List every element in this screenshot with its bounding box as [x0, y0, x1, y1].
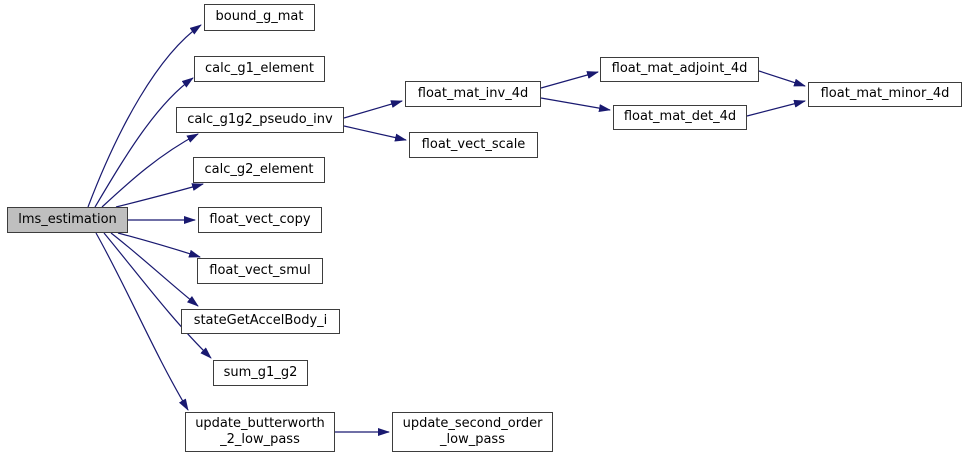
node-float_mat_minor_4d[interactable]: float_mat_minor_4d	[808, 82, 962, 107]
node-calc_g1g2_pseudo_inv[interactable]: calc_g1g2_pseudo_inv	[176, 107, 344, 133]
edge-lms_estimation-to-bound_g_mat	[87, 24, 202, 208]
edge-lms_estimation-to-stateGetAccelBody_i	[110, 232, 199, 307]
node-stateGetAccelBody_i[interactable]: stateGetAccelBody_i	[181, 309, 340, 334]
node-lms_estimation[interactable]: lms_estimation	[7, 207, 128, 233]
node-float_mat_adjoint_4d[interactable]: float_mat_adjoint_4d	[600, 57, 759, 82]
edge-lms_estimation-to-calc_g2_element	[115, 183, 204, 208]
node-update_second_order_low_pass[interactable]: update_second_order _low_pass	[392, 412, 553, 452]
edge-calc_g1g2_pseudo_inv-to-float_mat_inv_4d	[343, 100, 403, 119]
node-calc_g1_element[interactable]: calc_g1_element	[194, 56, 325, 82]
edge-lms_estimation-to-calc_g1g2_pseudo_inv	[101, 133, 199, 208]
node-float_mat_det_4d[interactable]: float_mat_det_4d	[613, 105, 747, 130]
edge-calc_g1g2_pseudo_inv-to-float_vect_scale	[343, 125, 407, 142]
node-update_butterworth_2_low_pass[interactable]: update_butterworth _2_low_pass	[185, 412, 335, 452]
node-float_vect_scale[interactable]: float_vect_scale	[409, 132, 538, 158]
edge-float_mat_det_4d-to-float_mat_minor_4d	[746, 99, 806, 117]
edge-float_mat_adjoint_4d-to-float_mat_minor_4d	[758, 70, 806, 87]
edge-float_mat_inv_4d-to-float_mat_adjoint_4d	[540, 71, 599, 89]
node-sum_g1_g2[interactable]: sum_g1_g2	[213, 360, 308, 386]
edge-lms_estimation-to-update_butterworth_2_low_pass	[95, 232, 189, 411]
node-calc_g2_element[interactable]: calc_g2_element	[193, 157, 325, 183]
edge-lms_estimation-to-float_vect_smul	[117, 232, 201, 258]
node-bound_g_mat[interactable]: bound_g_mat	[204, 4, 315, 31]
edge-lms_estimation-to-calc_g1_element	[94, 77, 194, 208]
edge-float_mat_inv_4d-to-float_mat_det_4d	[540, 97, 611, 113]
node-float_vect_copy[interactable]: float_vect_copy	[198, 207, 322, 233]
node-float_mat_inv_4d[interactable]: float_mat_inv_4d	[405, 81, 541, 107]
edge-lms_estimation-to-sum_g1_g2	[103, 232, 212, 359]
node-float_vect_smul[interactable]: float_vect_smul	[197, 258, 323, 284]
